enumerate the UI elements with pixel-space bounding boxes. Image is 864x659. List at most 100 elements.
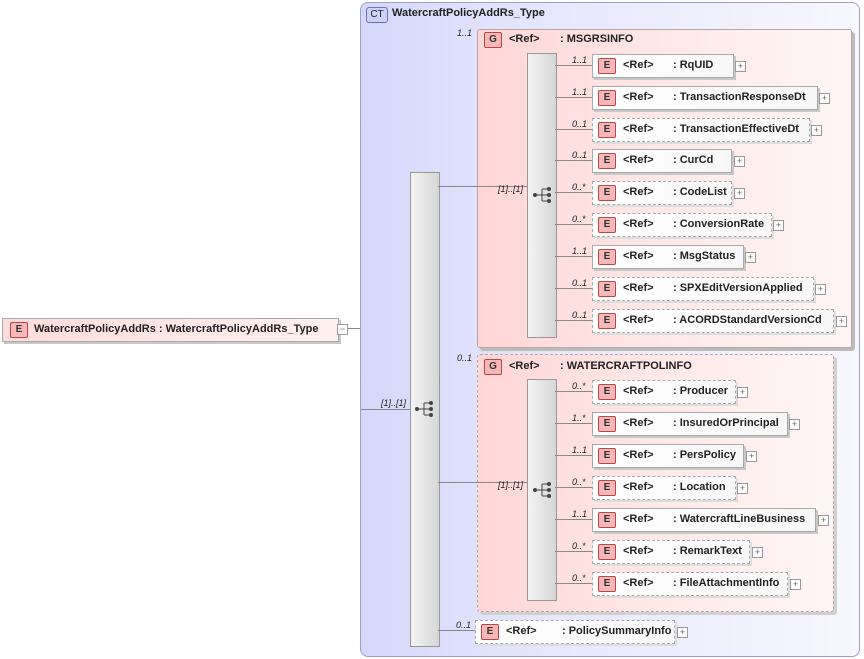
- collapse-icon[interactable]: −: [337, 324, 348, 335]
- sequence-cardinality: [1]..[1]: [498, 480, 524, 490]
- element-insuredorprincipal[interactable]: E <Ref> : InsuredOrPrincipal: [592, 412, 788, 436]
- element-badge: E: [598, 544, 616, 560]
- element-transactioneffectivedt[interactable]: E <Ref> : TransactionEffectiveDt: [592, 118, 810, 142]
- element-badge: E: [598, 384, 616, 400]
- connector-line: [555, 97, 592, 98]
- group-ref: <Ref>: [509, 360, 540, 372]
- expand-icon[interactable]: +: [737, 483, 748, 494]
- connector-line: [555, 192, 592, 193]
- element-ref: <Ref>: [623, 577, 654, 589]
- group-name: : WATERCRAFTPOLINFO: [560, 360, 692, 372]
- expand-icon[interactable]: +: [815, 284, 826, 295]
- expand-icon[interactable]: +: [811, 125, 822, 136]
- sequence-cardinality: [1]..[1]: [498, 184, 524, 194]
- element-badge: E: [598, 153, 616, 169]
- element-ref: <Ref>: [623, 314, 654, 326]
- element-ref: <Ref>: [506, 625, 537, 637]
- element-cardinality: 1..*: [572, 413, 586, 423]
- outer-sequence-cardinality: [1]..[1]: [381, 398, 407, 408]
- expand-icon[interactable]: +: [734, 156, 745, 167]
- element-ref: <Ref>: [623, 481, 654, 493]
- element-name: : SPXEditVersionApplied: [673, 282, 803, 294]
- element-name: : ACORDStandardVersionCd: [673, 314, 822, 326]
- connector-line: [438, 482, 477, 483]
- element-name: : CurCd: [673, 154, 714, 166]
- sequence-icon: [533, 187, 551, 203]
- connector-line: [555, 65, 592, 66]
- element-cardinality: 0..1: [572, 119, 588, 129]
- expand-icon[interactable]: +: [819, 93, 830, 104]
- element-ref: <Ref>: [623, 218, 654, 230]
- element-ref: <Ref>: [623, 154, 654, 166]
- element-name: : RemarkText: [673, 545, 742, 557]
- element-ref: <Ref>: [623, 250, 654, 262]
- element-cardinality: 1..1: [572, 509, 588, 519]
- element-badge: E: [10, 322, 28, 338]
- element-location[interactable]: E <Ref> : Location: [592, 476, 736, 500]
- element-perspolicy[interactable]: E <Ref> : PersPolicy: [592, 444, 744, 468]
- expand-icon[interactable]: +: [789, 419, 800, 430]
- connector-line: [555, 256, 592, 257]
- expand-icon[interactable]: +: [818, 515, 829, 526]
- element-transactionresponsedt[interactable]: E <Ref> : TransactionResponseDt: [592, 86, 818, 110]
- sequence-icon: [533, 482, 551, 498]
- element-ref: <Ref>: [623, 449, 654, 461]
- complex-type-title: WatercraftPolicyAddRs_Type: [392, 7, 545, 19]
- element-name: : FileAttachmentInfo: [673, 577, 780, 589]
- sequence-icon: [415, 401, 433, 417]
- element-acordstandardversioncd[interactable]: E <Ref> : ACORDStandardVersionCd: [592, 309, 834, 333]
- expand-icon[interactable]: +: [735, 61, 746, 72]
- element-badge: E: [598, 448, 616, 464]
- expand-icon[interactable]: +: [746, 451, 757, 462]
- element-badge: E: [598, 480, 616, 496]
- root-element[interactable]: E WatercraftPolicyAddRs : WatercraftPoli…: [2, 318, 339, 342]
- group-badge: G: [484, 32, 502, 48]
- element-cardinality: 0..*: [572, 477, 586, 487]
- element-policysummaryinfo[interactable]: E <Ref> : PolicySummaryInfo: [475, 620, 675, 644]
- element-msgstatus[interactable]: E <Ref> : MsgStatus: [592, 245, 744, 269]
- element-badge: E: [598, 416, 616, 432]
- connector-line: [555, 160, 592, 161]
- element-badge: E: [598, 122, 616, 138]
- group-cardinality: 0..1: [457, 353, 473, 363]
- element-ref: <Ref>: [623, 186, 654, 198]
- element-watercraftlinebusiness[interactable]: E <Ref> : WatercraftLineBusiness: [592, 508, 816, 532]
- element-name: : InsuredOrPrincipal: [673, 417, 779, 429]
- group-badge: G: [484, 359, 502, 375]
- connector-line: [438, 186, 477, 187]
- element-spxeditversionapplied[interactable]: E <Ref> : SPXEditVersionApplied: [592, 277, 814, 301]
- element-cardinality: 0..*: [572, 214, 586, 224]
- expand-icon[interactable]: +: [737, 387, 748, 398]
- element-rquid[interactable]: E <Ref> : RqUID: [592, 54, 734, 78]
- expand-icon[interactable]: +: [752, 547, 763, 558]
- complex-type-badge: CT: [366, 7, 388, 23]
- element-producer[interactable]: E <Ref> : Producer: [592, 380, 736, 404]
- element-conversionrate[interactable]: E <Ref> : ConversionRate: [592, 213, 772, 237]
- connector-line: [337, 328, 361, 329]
- expand-icon[interactable]: +: [836, 316, 847, 327]
- element-curcd[interactable]: E <Ref> : CurCd: [592, 149, 732, 173]
- expand-icon[interactable]: +: [745, 252, 756, 263]
- element-badge: E: [598, 512, 616, 528]
- expand-icon[interactable]: +: [790, 579, 801, 590]
- element-cardinality: 1..1: [572, 87, 588, 97]
- element-cardinality: 0..*: [572, 541, 586, 551]
- element-badge: E: [598, 217, 616, 233]
- element-codelist[interactable]: E <Ref> : CodeList: [592, 181, 732, 205]
- element-name: : Location: [673, 481, 726, 493]
- expand-icon[interactable]: +: [677, 627, 688, 638]
- element-name: : PersPolicy: [673, 449, 736, 461]
- connector-line: [555, 129, 592, 130]
- connector-line: [477, 482, 527, 483]
- element-fileattachmentinfo[interactable]: E <Ref> : FileAttachmentInfo: [592, 572, 788, 596]
- element-badge: E: [598, 313, 616, 329]
- connector-line: [555, 391, 592, 392]
- element-badge: E: [598, 281, 616, 297]
- element-name: : Producer: [673, 385, 729, 397]
- expand-icon[interactable]: +: [773, 220, 784, 231]
- element-ref: <Ref>: [623, 545, 654, 557]
- expand-icon[interactable]: +: [734, 188, 745, 199]
- element-badge: E: [598, 249, 616, 265]
- element-remarktext[interactable]: E <Ref> : RemarkText: [592, 540, 750, 564]
- connector-line: [555, 423, 592, 424]
